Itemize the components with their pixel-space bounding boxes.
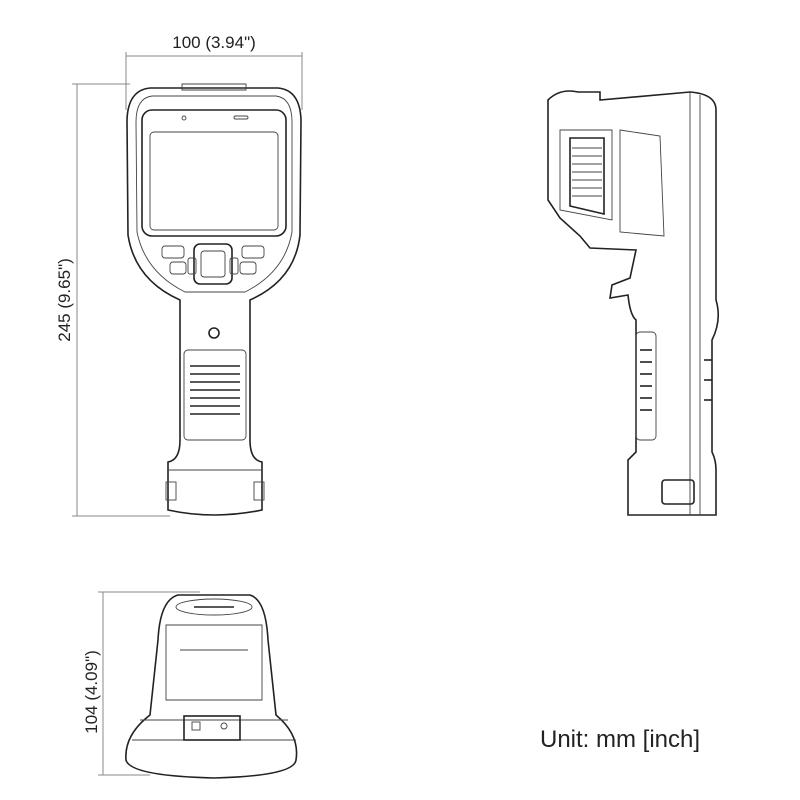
width-label: 100 (3.94") — [172, 33, 256, 52]
screen-bezel — [141, 109, 287, 237]
screen — [149, 131, 279, 231]
depth-dimension: 104 (4.09") — [82, 591, 200, 776]
side-view — [547, 90, 720, 516]
height-label: 245 (9.65") — [55, 258, 74, 342]
grip-ribs — [183, 349, 247, 441]
depth-label: 104 (4.09") — [82, 650, 101, 734]
nav-pad — [193, 243, 233, 285]
top-view — [125, 594, 298, 779]
unit-label: Unit: mm [inch] — [540, 726, 701, 753]
logo-ellipse — [175, 598, 253, 616]
width-dimension: 100 (3.94") — [125, 33, 303, 110]
front-view — [126, 83, 302, 516]
port-cover — [183, 715, 241, 741]
height-dimension: 245 (9.65") — [55, 83, 170, 517]
lens-grill — [569, 137, 605, 216]
